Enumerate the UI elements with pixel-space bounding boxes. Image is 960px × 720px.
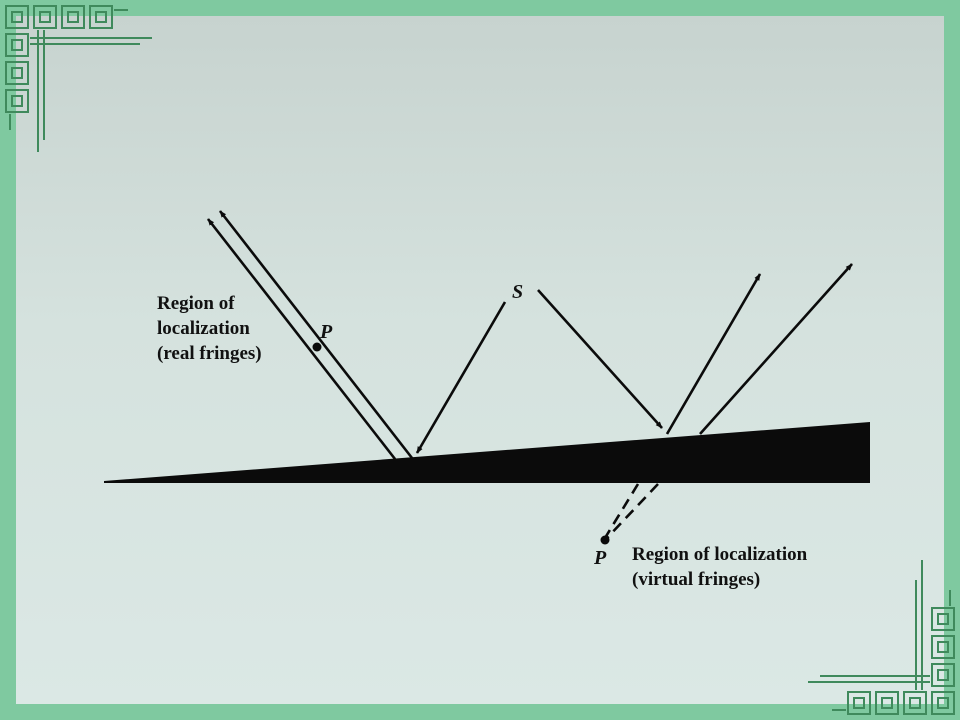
- label-real-line: localization: [157, 318, 250, 339]
- incident-ray-left: [415, 301, 507, 454]
- label-point-p-virtual: P: [594, 547, 607, 569]
- slide-panel: [16, 16, 944, 704]
- point-p-virtual: [600, 535, 610, 545]
- label-real-line: (real fringes): [157, 343, 262, 364]
- point-p-real: [312, 342, 322, 352]
- reflected-ray-left-1: [206, 218, 397, 460]
- left-reflection-rays: [206, 210, 507, 460]
- label-virtual-fringes: Region of localization (virtual fringes): [632, 542, 807, 592]
- virtual-ray-extensions: [603, 483, 659, 539]
- wedge-film: [104, 422, 870, 483]
- label-virtual-line: Region of localization: [632, 544, 808, 565]
- label-real-fringes: Region of localization (real fringes): [157, 291, 262, 366]
- reflected-ray-right-1: [665, 273, 762, 435]
- corner-ornament-bottom-right: [808, 560, 955, 715]
- incident-ray-right: [537, 289, 663, 429]
- label-real-line: Region of: [157, 293, 235, 314]
- label-point-p-real: P: [320, 321, 333, 343]
- corner-ornament-top-left: [5, 5, 152, 152]
- label-virtual-line: (virtual fringes): [632, 569, 761, 590]
- reflected-ray-right-2: [699, 263, 853, 435]
- reflected-ray-left-2: [218, 210, 414, 459]
- label-source-s: S: [512, 281, 524, 303]
- right-reflection-rays: [537, 263, 853, 435]
